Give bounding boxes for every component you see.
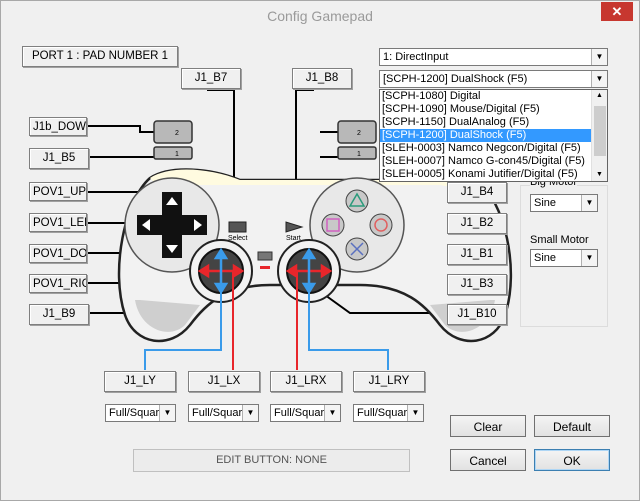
- small-motor-value: Sine: [534, 252, 557, 264]
- line-b10: [324, 294, 453, 314]
- label-b10[interactable]: J1_B10: [447, 304, 507, 325]
- lrx-mode-select[interactable]: Full/Square▼: [270, 404, 341, 422]
- lry-mode-select[interactable]: Full/Square▼: [353, 404, 424, 422]
- label-lx[interactable]: J1_LX: [188, 371, 260, 392]
- label-b1[interactable]: J1_B1: [447, 244, 507, 265]
- pad-type-select[interactable]: [SCPH-1200] DualShock (F5) ▼: [379, 70, 608, 88]
- close-icon: ✕: [611, 4, 623, 19]
- chevron-down-icon: ▼: [591, 49, 607, 65]
- input-api-select[interactable]: 1: DirectInput ▼: [379, 48, 608, 66]
- label-b2[interactable]: J1_B2: [447, 213, 507, 234]
- dropdown-option[interactable]: [SLEH-0007] Namco G-con45/Digital (F5): [382, 155, 585, 167]
- label-b7[interactable]: J1_B7: [181, 68, 241, 89]
- dropdown-option[interactable]: [SCPH-1080] Digital: [382, 90, 481, 102]
- l1-text: 1: [175, 151, 179, 158]
- close-button[interactable]: ✕: [601, 2, 633, 21]
- label-b3[interactable]: J1_B3: [447, 274, 507, 295]
- cancel-button[interactable]: Cancel: [450, 449, 526, 471]
- chevron-down-icon: ▼: [581, 250, 597, 266]
- chevron-down-icon: ▼: [242, 405, 258, 421]
- r1-button: [337, 146, 377, 160]
- small-motor-select[interactable]: Sine ▼: [530, 249, 598, 267]
- dropdown-option[interactable]: [SLEH-0005] Konami Jutifier/Digital (F5): [382, 168, 578, 180]
- label-lry[interactable]: J1_LRY: [353, 371, 425, 392]
- r2-text: 2: [357, 130, 361, 137]
- label-pov-down[interactable]: POV1_DOWN: [29, 244, 87, 263]
- clear-button[interactable]: Clear: [450, 415, 526, 437]
- window-title: Config Gamepad: [267, 8, 373, 24]
- pad-type-value: [SCPH-1200] DualShock (F5): [383, 73, 528, 85]
- l2-text: 2: [175, 130, 179, 137]
- ly-mode-value: Full/Square: [109, 407, 166, 419]
- label-b4[interactable]: J1_B4: [447, 182, 507, 203]
- label-lrx[interactable]: J1_LRX: [270, 371, 342, 392]
- circle-button: [369, 213, 393, 237]
- face-well: [309, 177, 405, 273]
- label-pov-up[interactable]: POV1_UP: [29, 182, 87, 201]
- chevron-down-icon: ▼: [324, 405, 340, 421]
- square-button: [321, 213, 345, 237]
- label-b9[interactable]: J1_B9: [29, 304, 89, 325]
- select-button: [228, 221, 247, 233]
- r2-button: [337, 120, 377, 144]
- default-button[interactable]: Default: [534, 415, 610, 437]
- label-ly[interactable]: J1_LY: [104, 371, 176, 392]
- lx-mode-select[interactable]: Full/Square▼: [188, 404, 259, 422]
- chevron-down-icon: ▼: [581, 195, 597, 211]
- select-text: Select: [228, 235, 248, 242]
- scrollbar-thumb[interactable]: [594, 106, 606, 156]
- line-b8: [295, 89, 314, 222]
- chevron-down-icon: ▼: [407, 405, 423, 421]
- start-button: [285, 221, 304, 233]
- big-motor-value: Sine: [534, 197, 557, 209]
- line-ly: [144, 290, 222, 370]
- small-motor-label: Small Motor: [530, 234, 589, 246]
- dropdown-scrollbar[interactable]: ▲ ▼: [591, 90, 607, 181]
- label-pov-right[interactable]: POV1_RIGHT: [29, 274, 87, 293]
- l1-button: [153, 146, 193, 160]
- lrx-mode-value: Full/Square: [274, 407, 331, 419]
- big-motor-select[interactable]: Sine ▼: [530, 194, 598, 212]
- line-l2: [87, 125, 155, 133]
- input-api-value: 1: DirectInput: [383, 51, 449, 63]
- label-pov-left[interactable]: POV1_LEFT: [29, 213, 87, 232]
- dropdown-option[interactable]: [SCPH-1090] Mouse/Digital (F5): [382, 103, 540, 115]
- chevron-down-icon: ▼: [591, 71, 607, 87]
- dropdown-option[interactable]: [SCPH-1150] DualAnalog (F5): [382, 116, 530, 128]
- port-label: PORT 1 : PAD NUMBER 1: [22, 46, 178, 67]
- label-b8[interactable]: J1_B8: [292, 68, 352, 89]
- ly-mode-select[interactable]: Full/Square▼: [105, 404, 176, 422]
- title-bar: Config Gamepad ✕: [1, 1, 639, 31]
- dropdown-option[interactable]: [SLEH-0003] Namco Negcon/Digital (F5): [382, 142, 581, 154]
- label-l2[interactable]: J1b_DOWN: [29, 117, 87, 136]
- dropdown-option-selected[interactable]: [SCPH-1200] DualShock (F5): [380, 129, 591, 142]
- scroll-up-icon[interactable]: ▲: [596, 92, 603, 99]
- lry-mode-value: Full/Square: [357, 407, 414, 419]
- edit-status: EDIT BUTTON: NONE: [133, 449, 410, 472]
- label-l1[interactable]: J1_B5: [29, 148, 89, 169]
- lx-mode-value: Full/Square: [192, 407, 249, 419]
- start-text: Start: [286, 235, 301, 242]
- pad-type-dropdown[interactable]: [SCPH-1080] Digital [SCPH-1090] Mouse/Di…: [379, 89, 608, 182]
- line-lry: [308, 290, 389, 370]
- chevron-down-icon: ▼: [159, 405, 175, 421]
- r1-text: 1: [357, 151, 361, 158]
- scroll-down-icon[interactable]: ▼: [596, 171, 603, 178]
- l2-button: [153, 120, 193, 144]
- ok-button[interactable]: OK: [534, 449, 610, 471]
